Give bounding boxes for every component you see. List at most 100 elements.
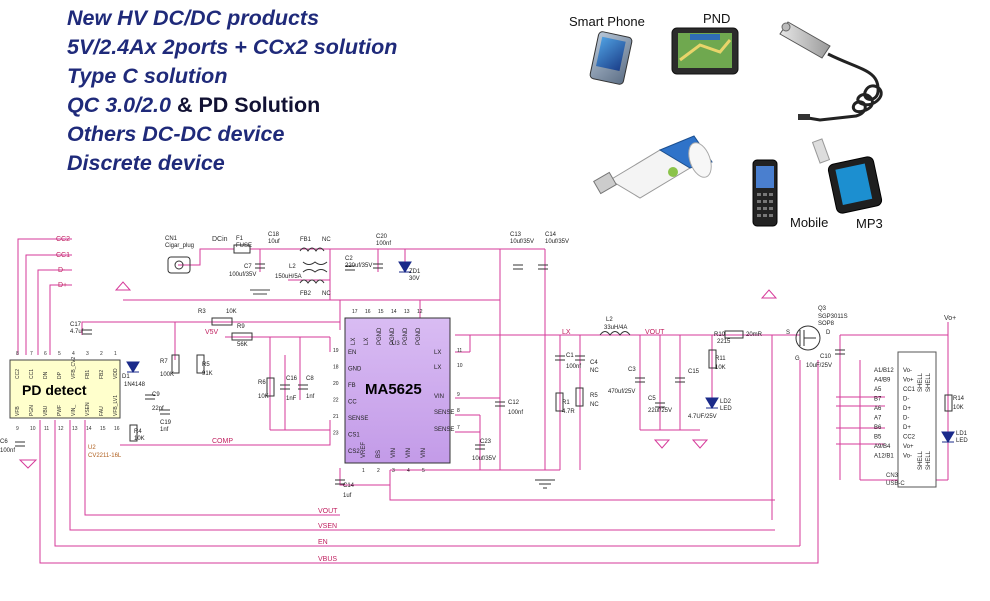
mobile-phone-image <box>752 159 778 227</box>
svg-text:F1: F1 <box>236 236 244 242</box>
svg-text:VOUT: VOUT <box>318 508 338 515</box>
svg-text:10K: 10K <box>134 436 145 442</box>
svg-text:C1: C1 <box>566 353 574 359</box>
pd-chip-part: CV2211-16L <box>88 453 122 459</box>
svg-text:LED: LED <box>720 406 732 412</box>
svg-text:C12: C12 <box>508 400 520 406</box>
pd-top-pin-number: 5 <box>58 351 61 357</box>
svg-text:220uf/35V: 220uf/35V <box>345 263 372 269</box>
pd-bottom-pin-label: PWF <box>57 405 63 416</box>
svg-text:C14: C14 <box>343 483 355 489</box>
svg-text:D1: D1 <box>122 374 130 380</box>
pd-top-pin-label: CC2 <box>15 369 21 379</box>
svg-text:R14: R14 <box>953 396 965 402</box>
svg-text:NC: NC <box>590 402 599 408</box>
svg-text:LED: LED <box>956 438 968 444</box>
pd-top-pin-label: VFB_CV2 <box>71 357 77 379</box>
svg-text:10uf: 10uf <box>268 239 280 245</box>
ma5625-chip: MA5625 U3 EN19GND18FB20CC22SENSE21CS123C… <box>333 309 463 474</box>
svg-text:L2: L2 <box>289 264 296 270</box>
svg-text:C4: C4 <box>590 360 598 366</box>
headline-line-6: Discrete device <box>67 151 225 175</box>
svg-text:22uf/25V: 22uf/25V <box>648 408 672 414</box>
component-labels: CN1 Cigar_plug F1 FUSE C18 10uf FB1 NC F… <box>0 232 968 499</box>
pd-top-pin-number: 1 <box>114 351 117 357</box>
svg-text:C5: C5 <box>648 396 656 402</box>
svg-text:S: S <box>786 330 790 336</box>
usb-shell-label: SHELL <box>918 450 924 470</box>
ma5625-ref: U3 <box>392 341 400 347</box>
usb-shell-label: SHELL <box>918 372 924 392</box>
svg-text:FUSE: FUSE <box>236 243 252 249</box>
pnd-image <box>671 27 739 75</box>
svg-text:C20: C20 <box>376 234 388 240</box>
ma5625-left-pin-number: 20 <box>333 381 339 387</box>
pd-top-pin-number: 6 <box>44 351 47 357</box>
usb-left-pin-label: B6 <box>874 425 882 431</box>
ma5625-right-pin-label: VIN <box>434 394 444 400</box>
pd-detect-title: PD detect <box>22 382 87 398</box>
svg-text:10uF/25V: 10uF/25V <box>806 363 832 369</box>
svg-text:NC: NC <box>322 291 331 297</box>
svg-text:SGP3011S: SGP3011S <box>818 314 848 320</box>
svg-text:CN1: CN1 <box>165 236 178 242</box>
ma5625-bottom-pin-number: 4 <box>407 468 410 474</box>
pd-bottom-pin-number: 16 <box>114 426 120 432</box>
svg-text:2215: 2215 <box>717 339 731 345</box>
usb-part: USB-C <box>886 481 905 487</box>
svg-text:C23: C23 <box>480 439 492 445</box>
ma5625-right-pin-number: 8 <box>457 408 460 414</box>
mp3-player-image <box>811 138 883 214</box>
svg-text:G: G <box>795 356 800 362</box>
pd-bottom-pin-number: 15 <box>100 426 106 432</box>
ma5625-title: MA5625 <box>365 381 422 398</box>
svg-text:R4: R4 <box>134 429 142 435</box>
svg-text:C6: C6 <box>0 439 8 445</box>
pd-top-pin-number: 3 <box>86 351 89 357</box>
svg-text:C10: C10 <box>820 354 832 360</box>
usb-left-pin-label: A4/B9 <box>874 378 891 384</box>
svg-text:10uf/35V: 10uf/35V <box>510 239 534 245</box>
svg-text:FB1: FB1 <box>300 237 312 243</box>
svg-text:C19: C19 <box>160 420 172 426</box>
pd-bottom-pin-label: VSEN <box>85 402 91 416</box>
usb-inner-pin-label: D+ <box>903 406 911 412</box>
ma5625-top-pin-label: PGND <box>377 327 383 345</box>
svg-text:4.7R: 4.7R <box>562 409 575 415</box>
svg-text:C2: C2 <box>345 256 353 262</box>
usb-left-pin-label: A12/B1 <box>874 454 894 460</box>
ma5625-left-pin-label: GND <box>348 367 362 373</box>
usb-inner-pin-label: D- <box>903 397 909 403</box>
svg-text:1nf: 1nf <box>160 427 169 433</box>
ma5625-left-pin-label: CC <box>348 400 357 406</box>
svg-text:1uf: 1uf <box>343 493 352 499</box>
svg-text:30V: 30V <box>409 276 420 282</box>
label-mobile: Mobile <box>790 215 829 230</box>
svg-text:C13: C13 <box>510 232 522 238</box>
pd-top-pin-label: FB1 <box>85 370 91 379</box>
ma5625-bottom-pin-number: 2 <box>377 468 380 474</box>
svg-text:150uH/5A: 150uH/5A <box>275 274 302 280</box>
headline-list: New HV DC/DC products 5V/2.4Ax 2ports + … <box>67 4 397 178</box>
usb-left-pin-label: A9/B4 <box>874 444 891 450</box>
svg-text:1N4148: 1N4148 <box>124 382 146 388</box>
car-charger-cable-image <box>779 21 883 122</box>
svg-text:R10: R10 <box>714 332 726 338</box>
svg-text:4.7UF/25V: 4.7UF/25V <box>688 414 717 420</box>
pd-bottom-pin-number: 10 <box>30 426 36 432</box>
ma5625-left-pin-label: FB <box>348 383 356 389</box>
svg-text:LD1: LD1 <box>956 431 968 437</box>
svg-text:1nf: 1nf <box>306 394 315 400</box>
pd-top-pin-number: 4 <box>72 351 75 357</box>
usb-left-pin-label: B7 <box>874 397 882 403</box>
net-labels: CC2 CC1 D- D+ COMP VOUT VSEN EN VBUS DCi… <box>56 236 956 563</box>
ma5625-left-pin-label: CS1 <box>348 433 360 439</box>
svg-text:R6: R6 <box>258 380 266 386</box>
svg-text:C16: C16 <box>286 376 298 382</box>
svg-text:10uf/35V: 10uf/35V <box>472 456 496 462</box>
svg-text:D: D <box>826 330 831 336</box>
svg-text:LD2: LD2 <box>720 399 732 405</box>
ma5625-top-pin-number: 13 <box>404 309 410 315</box>
ma5625-left-pin-number: 18 <box>333 365 339 371</box>
